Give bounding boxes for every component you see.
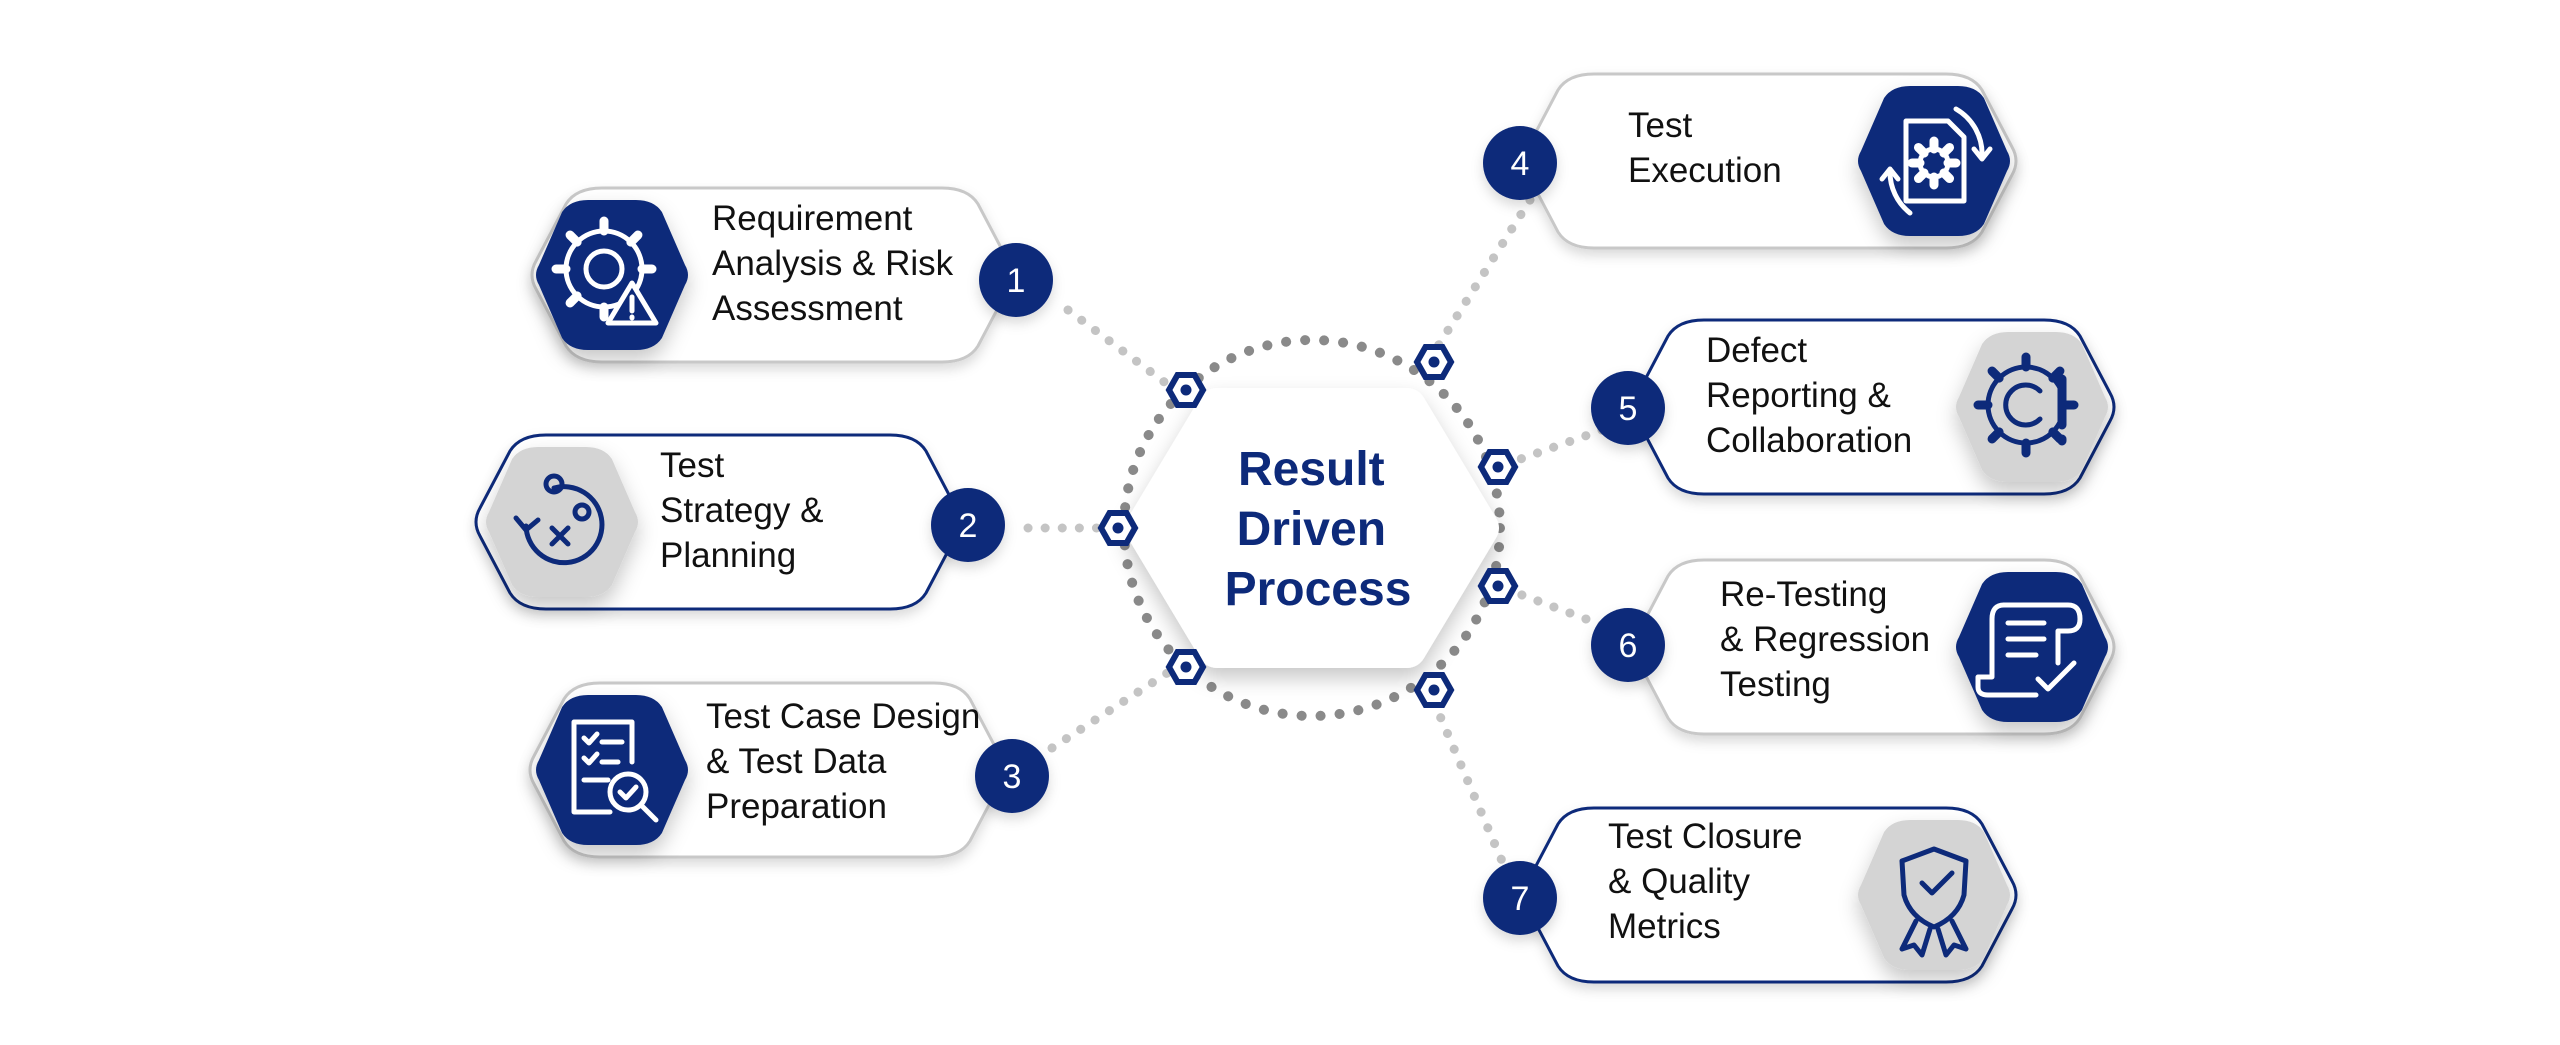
step-badge	[536, 694, 688, 846]
shield-badge-icon	[1899, 846, 1969, 958]
document-gear-cycle-icon	[1879, 106, 1993, 216]
connector-5	[1493, 425, 1607, 472]
checklist-search-icon	[571, 719, 659, 823]
connector-4	[1423, 195, 1535, 367]
scroll-check-icon	[1975, 602, 2083, 698]
gear-warning-icon	[551, 216, 659, 326]
connectors	[1023, 195, 1607, 880]
step-number-circle	[931, 488, 1005, 562]
step-number: 5	[1619, 390, 1638, 428]
step-number-circle	[979, 243, 1053, 317]
step-number-circle	[1591, 371, 1665, 445]
step-number: 2	[959, 507, 978, 545]
center-hexagon	[1125, 388, 1499, 668]
connector-7	[1423, 683, 1513, 880]
step-badge	[486, 446, 638, 598]
ring-nodes	[1097, 344, 1519, 708]
step-number-circle	[1591, 608, 1665, 682]
gear-alert-icon	[1973, 352, 2079, 458]
step-badge	[1956, 571, 2108, 723]
connector-6	[1493, 581, 1607, 630]
step-badge	[1858, 85, 2010, 237]
step-badge	[536, 199, 688, 351]
step-badge	[1858, 819, 2010, 971]
step-number: 4	[1511, 145, 1530, 183]
connector-3	[1047, 663, 1180, 753]
step-number-circle	[1483, 861, 1557, 935]
connector-1	[1063, 305, 1180, 395]
step-number: 1	[1007, 262, 1026, 300]
step-number: 7	[1511, 880, 1530, 918]
strategy-icon	[513, 473, 605, 566]
center-title: Result Driven Process	[1225, 443, 1412, 616]
step-number: 3	[1003, 758, 1022, 796]
step-number-circle	[1483, 126, 1557, 200]
step-number: 6	[1619, 627, 1638, 665]
step-number-circle	[975, 739, 1049, 813]
